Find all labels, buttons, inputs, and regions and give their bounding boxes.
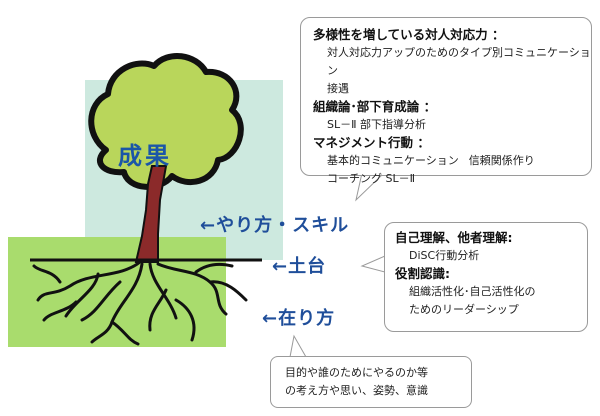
- being-callout: 目的や誰のためにやるのか等 の考え方や思い、姿勢、意識: [270, 356, 472, 408]
- foundation-label: ←土台: [272, 256, 327, 277]
- skill-text-basic-comm: 基本的コミュニケーション: [327, 154, 459, 167]
- foundation-region: [8, 237, 226, 347]
- skill-text-basic-row: 基本的コミュニケーション 信頼関係作り: [313, 152, 591, 170]
- skill-label: ←やり方・スキル: [200, 215, 350, 236]
- being-text-purpose: 目的や誰のためにやるのか等: [285, 366, 428, 379]
- callout-tail-skill: [355, 172, 385, 202]
- result-label: 成果: [118, 142, 172, 170]
- skill-heading-management: マネジメント行動 ：: [313, 135, 430, 150]
- foundation-text-disc: DiSC行動分析: [409, 249, 480, 262]
- skill-text-trust: 信頼関係作り: [468, 154, 535, 167]
- skill-heading-interpersonal: 多様性を増している対人対応力 ：: [313, 27, 505, 42]
- tree-canopy: [88, 52, 244, 190]
- foundation-text-leadership: ためのリーダーシップ: [409, 303, 519, 316]
- tree-trunk: [134, 165, 168, 263]
- tree-roots: [32, 260, 248, 346]
- foundation-text-activation: 組織活性化･自己活性化の: [409, 285, 536, 298]
- foundation-heading-role: 役割認識:: [395, 266, 450, 281]
- way-of-being-label: ←在り方: [262, 308, 336, 329]
- foundation-callout: 自己理解、他者理解: DiSC行動分析 役割認識: 組織活性化･自己活性化の た…: [384, 222, 588, 332]
- skill-text-sl2: SL－Ⅱ 部下指導分析: [327, 118, 427, 131]
- callout-tail-foundation: [360, 255, 386, 273]
- skill-text-coaching: コーチング SL－Ⅱ: [327, 172, 416, 185]
- skill-heading-organization: 組織論･部下育成論 ：: [313, 99, 437, 114]
- being-text-attitude: の考え方や思い、姿勢、意識: [285, 384, 428, 397]
- foundation-heading-understanding: 自己理解、他者理解:: [395, 230, 513, 245]
- skill-text-communication: 対人対応力アップのためのタイプ別コミュニケーション: [327, 46, 591, 77]
- callout-tail-being: [289, 334, 307, 358]
- skill-callout: 多様性を増している対人対応力 ： 対人対応力アップのためのタイプ別コミュニケーシ…: [300, 17, 592, 185]
- skill-text-hospitality: 接遇: [327, 82, 349, 95]
